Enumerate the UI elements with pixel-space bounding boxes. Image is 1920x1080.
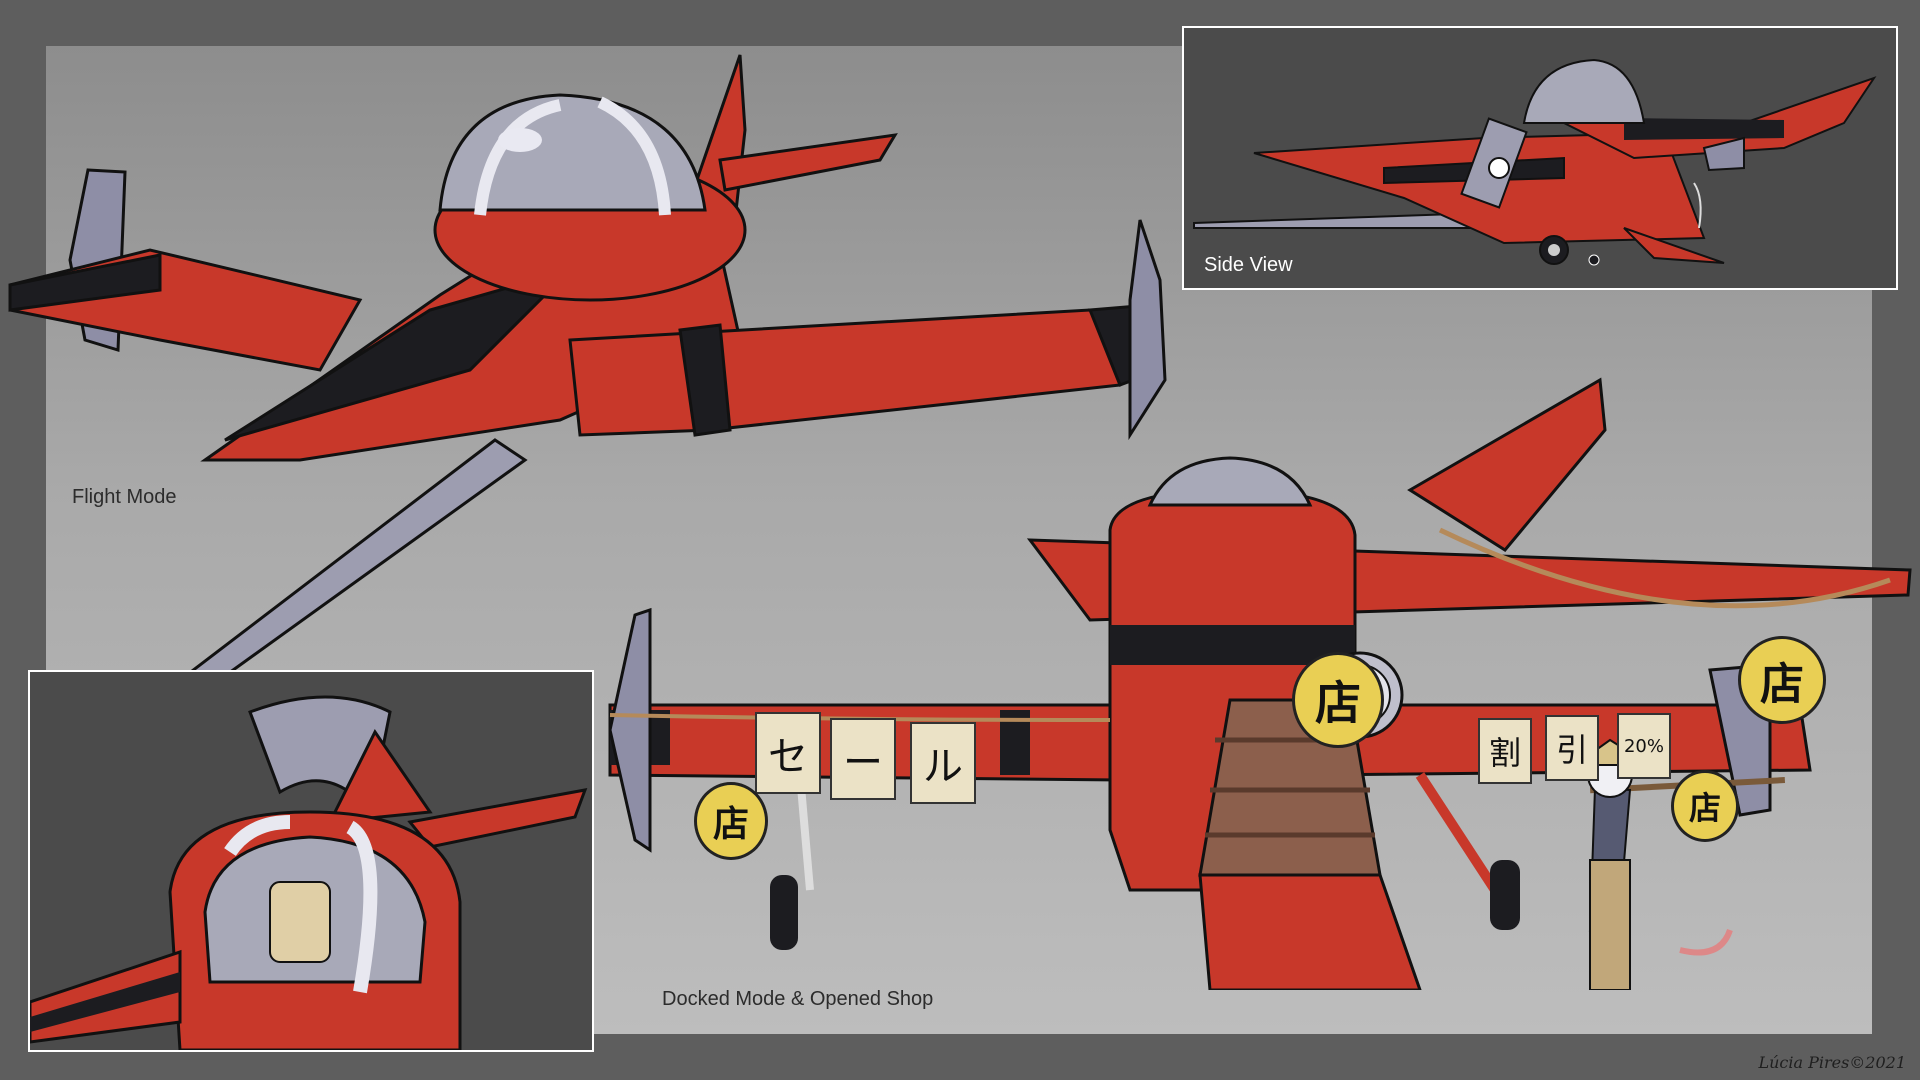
flight-mode-caption: Flight Mode [72, 486, 177, 508]
flight-left-wing [8, 248, 363, 372]
lantern-center-text: 店 [1315, 676, 1361, 730]
discount-banner-2: 引 [1545, 715, 1599, 781]
sale-banner-2: ー [830, 718, 896, 800]
percent-banner-text: 20% [1623, 735, 1664, 757]
percent-banner: 20% [1617, 713, 1671, 779]
discount-banner-1: 割 [1478, 718, 1532, 784]
docked-tail [1407, 377, 1607, 552]
docked-mode-caption: Docked Mode & Opened Shop [662, 988, 934, 1010]
sale-banner-1-text: セ [768, 734, 808, 780]
shop-ramp [1198, 873, 1422, 990]
side-view-panel: Side View [1182, 26, 1898, 290]
lantern-left: 店 [694, 782, 768, 860]
lantern-small: 店 [1671, 770, 1739, 842]
flight-mode-ship [8, 54, 1167, 763]
sale-banner-1: セ [755, 712, 821, 794]
lantern-center: 店 [1292, 652, 1384, 748]
sale-banner-3: ル [910, 722, 976, 804]
artist-signature: Lúcia Pires©2021 [1758, 1053, 1906, 1072]
sale-banner-2-text: ー [843, 740, 883, 786]
cockpit-closeup-panel [28, 670, 594, 1052]
cockpit-closeup-ship [30, 695, 588, 1050]
docked-left-fin [608, 607, 652, 853]
flight-right-fin [1128, 219, 1167, 441]
lantern-right-text: 店 [1760, 659, 1804, 710]
lantern-right: 店 [1738, 636, 1826, 724]
lantern-small-text: 店 [1688, 789, 1721, 827]
sale-banner-3-text: ル [923, 744, 963, 790]
lantern-left-text: 店 [712, 804, 749, 845]
discount-banner-2-text: 引 [1555, 731, 1588, 769]
side-view-ship [1193, 58, 1877, 266]
side-view-caption: Side View [1204, 254, 1293, 276]
discount-banner-1-text: 割 [1488, 734, 1521, 772]
docked-mode-ship [608, 377, 1912, 990]
